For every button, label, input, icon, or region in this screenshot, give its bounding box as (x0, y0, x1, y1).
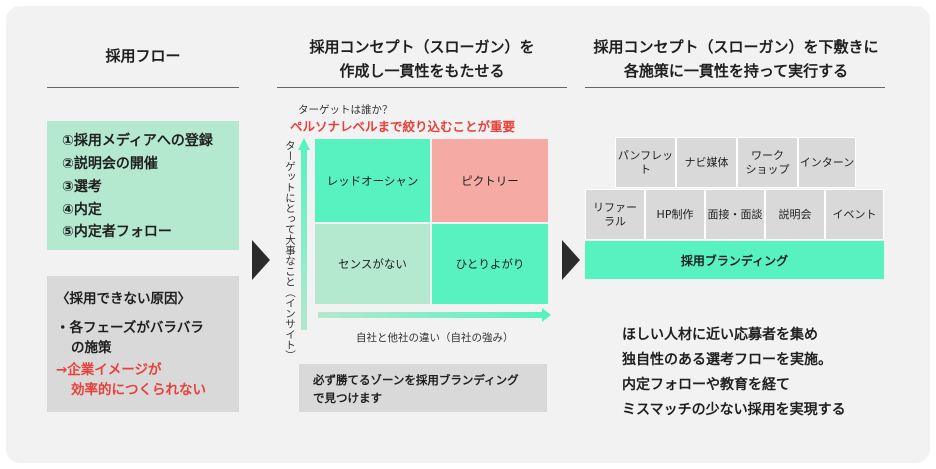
x-axis-arrow-icon (318, 308, 551, 322)
flow-step-2: ②説明会の開催 (62, 156, 158, 172)
summary-line-1: ほしい人材に近い応募者を集め (622, 327, 818, 343)
measure-referral: リファー ラル (585, 189, 645, 240)
execution-title-line1: 採用コンセプト（スローガン）を下敷きに (593, 38, 879, 56)
measure-navi-media: ナビ媒体 (676, 137, 737, 188)
problem-box (47, 276, 239, 412)
flow-title: 採用フロー (105, 47, 181, 65)
callout-line2: で見つけます (313, 391, 382, 405)
problem-heading: 〈採用できない原因〉 (56, 291, 191, 307)
flow-title-rule (47, 87, 239, 88)
y-axis-label: ターゲットにとって大事なこと（インサイト） (284, 140, 296, 361)
measure-interview: 面接・面談 (705, 189, 765, 240)
flow-step-1: ①採用メディアへの登録 (62, 133, 213, 149)
flow-step-3: ③選考 (62, 179, 102, 195)
quadrant-bottom-left: センスがない (315, 224, 430, 304)
execution-title-line2: 各施策に一貫性を持って実行する (623, 62, 849, 80)
problem-bullet-line1: ・各フェーズがバラバラ (56, 320, 204, 336)
flow-step-4: ④内定 (62, 202, 102, 218)
summary-line-4: ミスマッチの少ない採用を実現する (622, 402, 846, 418)
x-axis-label: 自社と他社の違い（自社の強み） (356, 332, 514, 344)
concept-title-line2: 作成し一貫性をもたせる (339, 62, 505, 80)
concept-title-rule (277, 87, 567, 88)
recruitment-branding-base: 採用ブランディング (585, 241, 884, 279)
target-question: ターゲットは誰か？ (298, 104, 393, 116)
concept-title-line1: 採用コンセプト（スローガン）を (309, 38, 535, 56)
arrow-right-1-icon (252, 240, 270, 280)
flow-step-5: ⑤内定者フォロー (62, 224, 172, 240)
measure-workshop: ワーク ショップ (737, 137, 798, 188)
flow-steps-box (47, 121, 239, 250)
concept-callout: 必ず勝てるゾーンを採用ブランディング で見つけます (299, 364, 547, 412)
summary-line-3: 内定フォローや教育を経て (622, 377, 790, 393)
callout-line1: 必ず勝てるゾーンを採用ブランディング (313, 373, 519, 387)
measure-internship: インターン (798, 137, 856, 188)
problem-result-line1: →企業イメージが (56, 362, 162, 378)
quadrant-top-left: レッドオーシャン (315, 139, 430, 222)
execution-title-rule (585, 87, 885, 88)
measure-briefing: 説明会 (765, 189, 825, 240)
quadrant-top-right: ピクトリー (432, 139, 548, 222)
measure-hp-production: HP制作 (645, 189, 705, 240)
matrix-axes (298, 138, 551, 330)
measure-event: イベント (825, 189, 884, 240)
measure-pamphlet: パンフレット (615, 137, 676, 188)
arrow-right-2-icon (562, 240, 580, 280)
y-axis-arrow-icon (298, 138, 310, 330)
summary-line-2: 独自性のある選考フローを実施。 (622, 352, 832, 368)
problem-bullet-line2: の施策 (71, 340, 112, 356)
target-emphasis: ペルソナレベルまで絞り込むことが重要 (290, 119, 516, 134)
quadrant-bottom-right: ひとりよがり (432, 224, 548, 304)
problem-result-line2: 効率的につくられない (71, 382, 206, 398)
